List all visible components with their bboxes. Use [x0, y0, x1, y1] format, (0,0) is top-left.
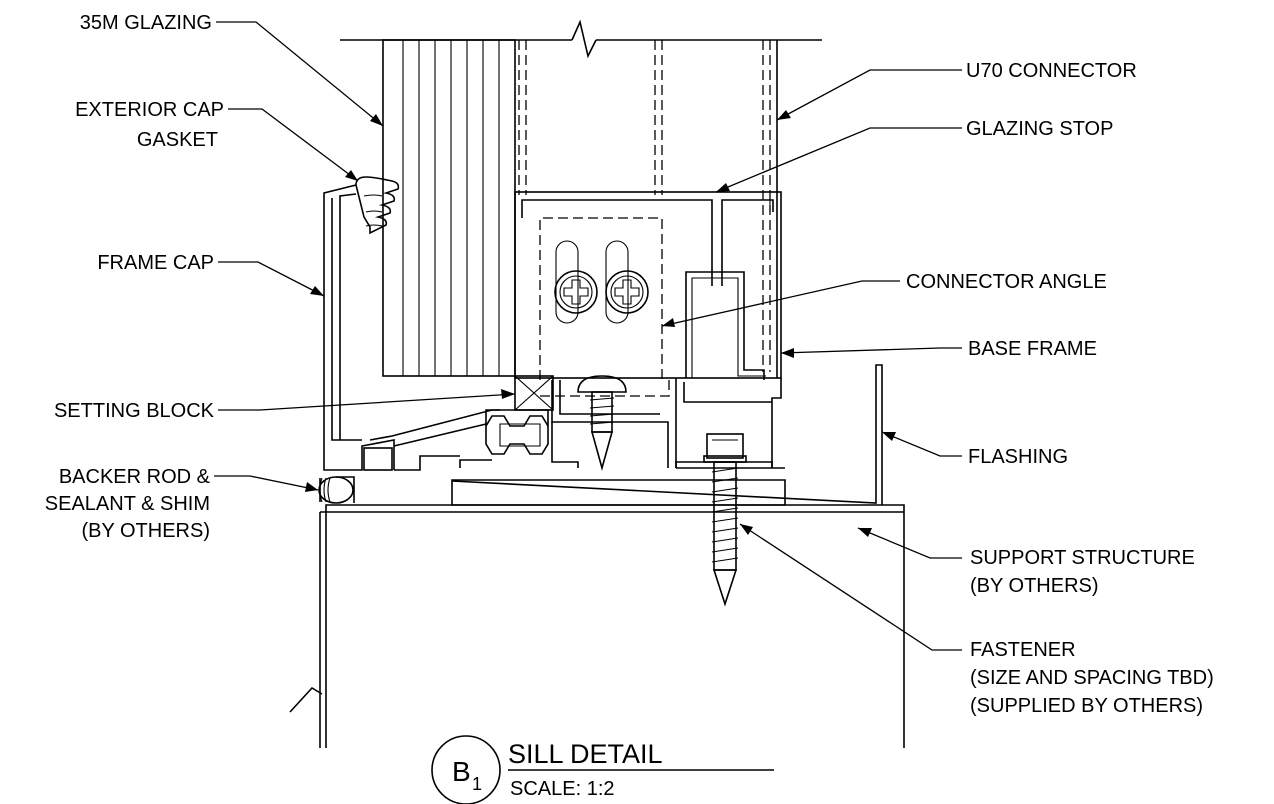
label-backer-rod-line-3: (BY OTHERS)	[81, 520, 210, 542]
label-exterior-cap-line-2: GASKET	[137, 129, 218, 151]
support-structure	[289, 504, 905, 748]
leader-lines	[214, 21, 962, 651]
label-backer-rod-line-1: BACKER ROD &	[59, 466, 211, 488]
label-flashing: FLASHING	[968, 446, 1068, 468]
flashing	[451, 364, 883, 505]
label-u70-connector: U70 CONNECTOR	[966, 60, 1137, 82]
thermal-break	[485, 409, 549, 455]
detail-bubble	[431, 735, 501, 804]
glazing-stop-screw	[577, 375, 627, 471]
label-fastener-line-3: (SUPPLIED BY OTHERS)	[970, 695, 1203, 717]
label-support-structure-line-1: SUPPORT STRUCTURE	[970, 547, 1195, 569]
label-setting-block: SETTING BLOCK	[54, 400, 215, 422]
detail-title: SILL DETAIL	[508, 739, 663, 769]
label-support-structure-line-2: (BY OTHERS)	[970, 575, 1099, 597]
detail-title-block: B 1 SILL DETAIL SCALE: 1:2	[431, 735, 774, 804]
glazing-panel	[340, 19, 822, 377]
annotation-labels: 35M GLAZING EXTERIOR CAP GASKET FRAME CA…	[45, 12, 1214, 717]
label-glazing-stop: GLAZING STOP	[966, 118, 1113, 140]
label-frame-cap: FRAME CAP	[97, 252, 214, 274]
label-fastener-line-1: FASTENER	[970, 639, 1076, 661]
glazing-stop	[514, 191, 782, 379]
frame-cap	[323, 184, 500, 471]
label-connector-angle: CONNECTOR ANGLE	[906, 271, 1107, 293]
detail-bubble-number: 1	[472, 774, 482, 794]
exterior-cap-gasket	[355, 176, 400, 235]
label-backer-rod-line-2: SEALANT & SHIM	[45, 493, 210, 515]
setting-block	[514, 375, 554, 411]
label-base-frame: BASE FRAME	[968, 338, 1097, 360]
detail-scale: SCALE: 1:2	[510, 778, 615, 800]
detail-bubble-letter: B	[452, 756, 471, 787]
backer-rod-sealant-shim	[318, 476, 355, 504]
label-fastener-line-2: (SIZE AND SPACING TBD)	[970, 667, 1214, 689]
fastener-screw	[703, 433, 747, 607]
connector-angle	[539, 217, 670, 397]
label-35m-glazing: 35M GLAZING	[80, 12, 212, 34]
label-exterior-cap-line-1: EXTERIOR CAP	[75, 99, 224, 121]
